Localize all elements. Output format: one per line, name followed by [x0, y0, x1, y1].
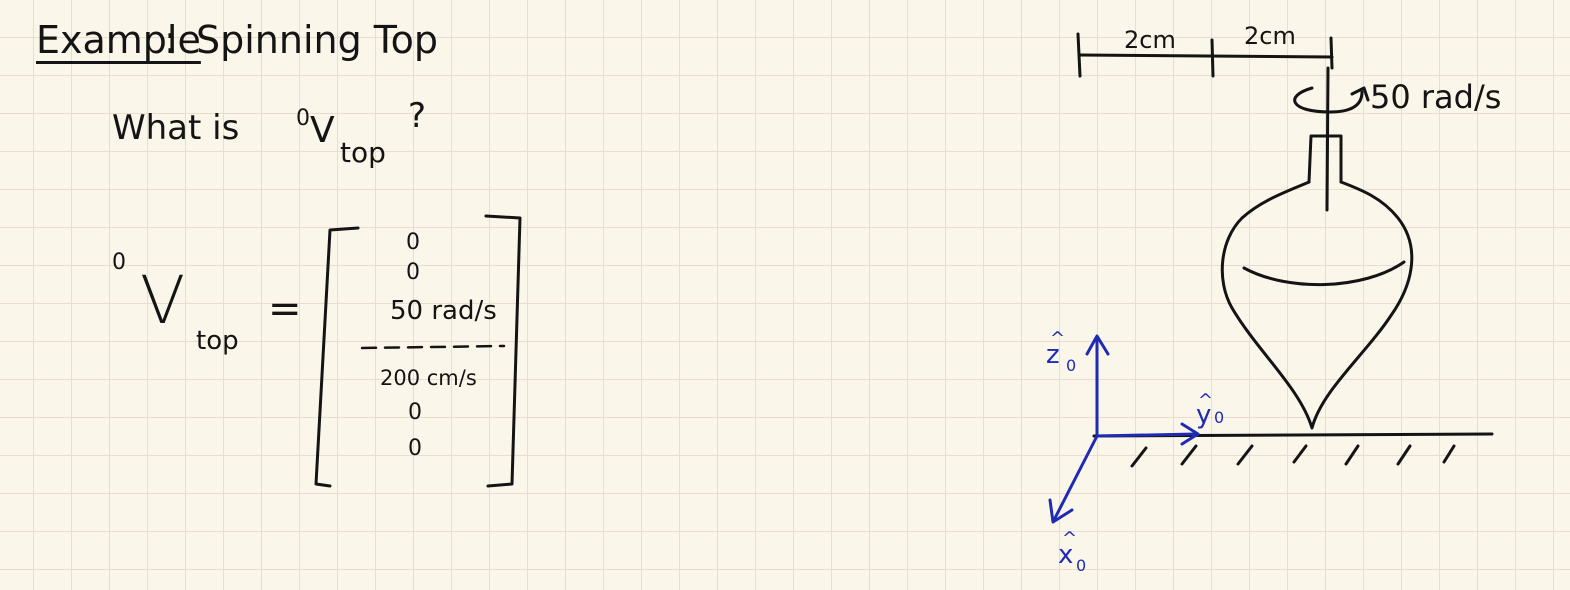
- dimension-line: [1078, 53, 1334, 59]
- question-symbol: V: [310, 110, 335, 151]
- matrix-partition-dashed: [360, 344, 506, 350]
- x-axis-hat: ^: [1062, 528, 1078, 549]
- y-axis-arrow: [1095, 432, 1198, 438]
- matrix-left-bracket: [314, 226, 360, 488]
- x-axis-label: x: [1058, 540, 1074, 570]
- y-axis-arrowhead: [1180, 422, 1200, 446]
- dimension-tick-middle: [1210, 38, 1215, 78]
- vector-entry: 50 rad/s: [390, 296, 497, 326]
- vector-entry: 0: [406, 260, 420, 285]
- vector-entry: 0: [406, 230, 420, 255]
- example-label: Example: [36, 18, 201, 62]
- top-stem: [1307, 134, 1343, 184]
- x-axis-subscript: 0: [1076, 556, 1087, 575]
- dimension-tick-left: [1076, 32, 1082, 78]
- equation-subscript: top: [196, 326, 239, 356]
- title-colon: :: [164, 18, 177, 62]
- matrix-right-bracket: [484, 214, 522, 488]
- x-axis-arrowhead: [1048, 498, 1074, 524]
- rotation-arrow-icon: [1293, 86, 1364, 114]
- spin-axis-line: [1325, 66, 1330, 212]
- vector-entry: 0: [408, 400, 422, 425]
- z-axis-subscript: 0: [1066, 356, 1077, 375]
- question-mark: ?: [408, 96, 427, 136]
- z-axis-hat: ^: [1050, 328, 1066, 349]
- title-text: Spinning Top: [196, 18, 438, 62]
- top-body-outline: [1220, 180, 1414, 430]
- dimension-tick-right: [1329, 36, 1334, 70]
- dimension-label-right: 2cm: [1244, 22, 1296, 50]
- rotation-arrowhead: [1350, 86, 1370, 102]
- equation-symbol: V: [140, 262, 186, 339]
- equation-frame-superscript: 0: [112, 250, 126, 275]
- question-subscript: top: [340, 136, 386, 169]
- vector-entry: 200 cm/s: [380, 366, 477, 390]
- equation-equals: =: [268, 286, 302, 332]
- top-body-inner-curve: [1242, 260, 1406, 287]
- vector-entry: 0: [408, 436, 422, 461]
- angular-speed-label: 50 rad/s: [1370, 78, 1502, 116]
- y-axis-label: y: [1196, 400, 1212, 430]
- z-axis-arrowhead: [1085, 334, 1110, 356]
- z-axis-label: z: [1046, 340, 1060, 370]
- dimension-label-left: 2cm: [1124, 26, 1176, 54]
- ground-hatching: [1130, 444, 1456, 468]
- y-axis-subscript: 0: [1214, 408, 1225, 427]
- y-axis-hat: ^: [1198, 390, 1214, 411]
- x-axis-arrow: [1052, 434, 1099, 522]
- question-frame-superscript: 0: [296, 106, 310, 131]
- question-prefix: What is: [112, 108, 240, 148]
